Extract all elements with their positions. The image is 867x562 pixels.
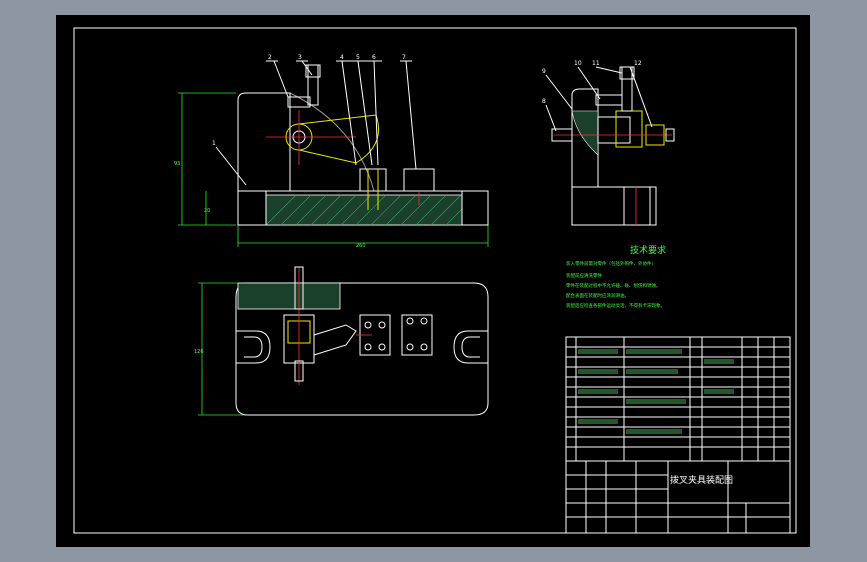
tech-line-5: 装配后应检查各部件运动灵活，不得有卡滞现象。 [566, 302, 665, 309]
tech-heading: 技术要求 [630, 244, 666, 256]
part-number-9: 9 [542, 68, 546, 75]
dim-base-height: 20 [204, 208, 210, 214]
part-number-12: 12 [634, 60, 642, 67]
parts-list [565, 336, 791, 462]
part-number-6: 6 [372, 54, 376, 61]
tech-line-3: 零件在装配过程中不允许磕、碰、划伤和锈蚀。 [566, 282, 661, 289]
part-number-1: 1 [212, 140, 216, 147]
part-number-11: 11 [592, 60, 600, 67]
tech-line-2: 装配前应清洗零件 [566, 272, 602, 279]
tech-line-4: 配合表面在装配时应涂润滑油。 [566, 292, 629, 299]
tech-line-1: 装入零件前需对零件（包括外购件、外协件） [566, 260, 656, 267]
part-number-5: 5 [356, 54, 360, 61]
drawing-title: 拨叉夹具装配图 [670, 474, 733, 486]
part-number-10: 10 [574, 60, 582, 67]
part-number-2: 2 [268, 54, 272, 61]
top-view: 126 [194, 266, 489, 416]
dim-base-width: 260 [356, 243, 366, 249]
dim-front-height: 93 [174, 161, 180, 167]
part-number-3: 3 [298, 54, 302, 61]
title-block: 拨叉夹具装配图 [565, 460, 791, 534]
tech-requirements: 技术要求 装入零件前需对零件（包括外购件、外协件） 装配前应清洗零件 零件在装配… [566, 244, 666, 309]
cad-drawing: 93 20 260 [73, 27, 797, 534]
part-number-8: 8 [542, 98, 546, 105]
front-view: 93 20 260 [174, 54, 489, 249]
drawing-sheet: 93 20 260 [56, 15, 810, 547]
part-number-4: 4 [340, 54, 344, 61]
drawing-frame [73, 27, 797, 534]
side-view: 9 8 10 11 12 [542, 60, 675, 226]
part-number-7: 7 [402, 54, 406, 61]
dim-plan-height: 126 [194, 349, 204, 355]
